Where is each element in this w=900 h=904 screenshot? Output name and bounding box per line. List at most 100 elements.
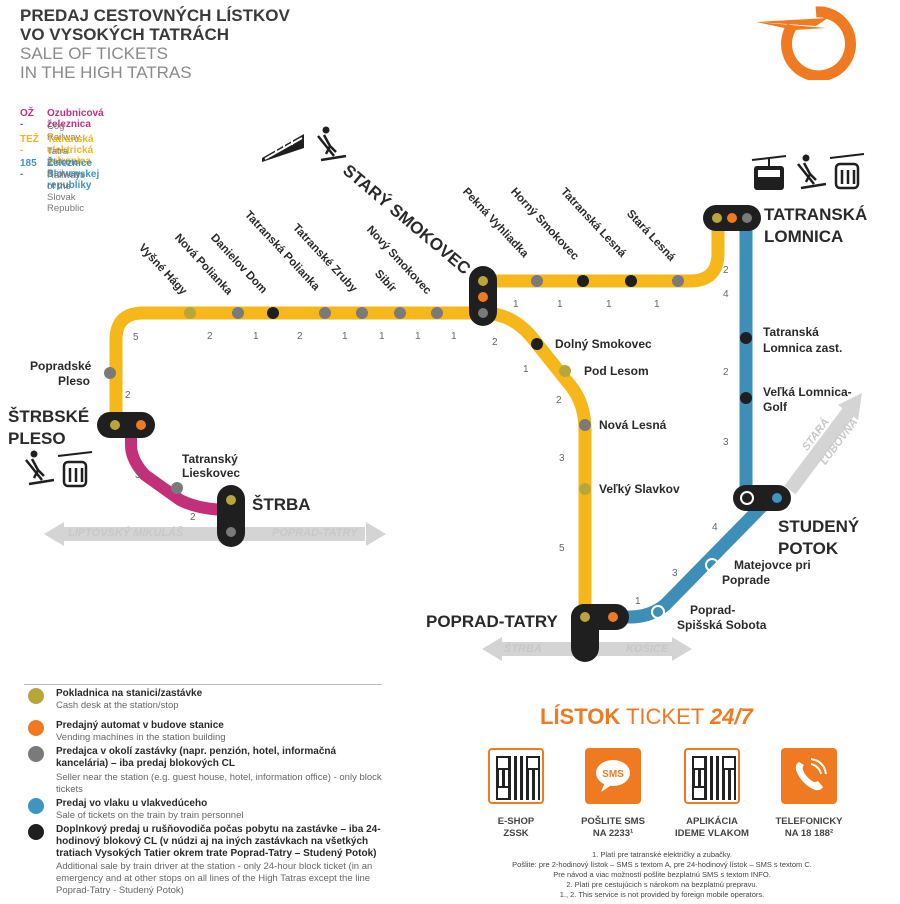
direction-arrows — [44, 393, 862, 661]
sms-card[interactable]: SMS — [585, 748, 641, 804]
zone-number: 1 — [342, 331, 348, 342]
zone-number: 3 — [559, 453, 565, 464]
train-sale-dot-icon — [28, 798, 44, 814]
zone-number: 2 — [125, 390, 131, 401]
station-popradske-pleso-2: Pleso — [58, 374, 91, 388]
zsr-line — [600, 218, 775, 624]
direction-kosice: KOŠICE — [626, 643, 669, 655]
zone-number: 2 — [207, 331, 213, 342]
line-name: Tatranská elektrická železnica — [47, 134, 94, 167]
legend-title: Predajca v okolí zastávky (napr. penzión… — [56, 746, 337, 769]
direction-poprad-tatry: POPRAD-TATRY — [272, 527, 358, 539]
title-en-line1: SALE OF TICKETS — [20, 44, 169, 63]
hub-strbske-pleso-1: ŠTRBSKÉ — [8, 407, 90, 426]
station-tl-zast-1: Tatranská — [763, 325, 819, 339]
legend-item-train: Predaj vo vlaku u vlakvedúceho Sale of t… — [28, 798, 384, 824]
ticket-word-light: TICKET — [625, 704, 704, 729]
footnote: Pre návod a viac možností pošlite bezpla… — [553, 870, 771, 879]
qr-code-icon — [488, 748, 544, 804]
title-sk-line2: VO VYSOKÝCH TATRÁCH — [20, 25, 230, 44]
direction-strba: ŠTRBA — [504, 643, 542, 655]
legend-title: Doplnkový predaj u rušňovodiča počas pob… — [56, 824, 381, 859]
line-code: OŽ - — [20, 108, 34, 130]
direction-liptovsky-mikulas: LIPTOVSKÝ MIKULÁŠ — [68, 527, 184, 539]
app-card[interactable] — [684, 748, 740, 804]
footnote: 1., 2. This service is not provided by f… — [559, 890, 765, 899]
cable-car-icon — [751, 155, 787, 190]
vending-dot-icon — [28, 720, 44, 736]
zone-number: 2 — [723, 265, 729, 276]
line-name: Železnice Slovenskej republiky — [47, 158, 100, 191]
hub-strbske-pleso-2: PLESO — [8, 429, 66, 448]
zone-number: 2 — [556, 395, 562, 406]
zone-number: 1 — [253, 331, 259, 342]
station-spisska-sobota-1: Poprad- — [690, 603, 736, 617]
line-code: 185 - — [20, 158, 37, 180]
phone-icon — [795, 758, 827, 791]
ticket-suffix: 24/7 — [709, 704, 753, 729]
legend-text: Cash desk at the station/stop — [56, 700, 179, 711]
ticket-word-bold: LÍSTOK — [540, 704, 621, 729]
zone-number: 1 — [606, 299, 612, 310]
line-code: TEŽ - — [20, 134, 39, 156]
station-popradske-pleso-1: Popradské — [30, 359, 92, 373]
line-en: Railways of the Slovak Republic — [47, 170, 86, 214]
zone-number: 3 — [135, 470, 141, 481]
footnote: 2. Platí pre cestujúcich s nárokom na be… — [566, 880, 758, 889]
hub-studeny-potok-1: STUDENÝ — [778, 517, 860, 536]
station-dolny-smokovec: Dolný Smokovec — [555, 337, 652, 351]
hub-studeny-potok-2: POTOK — [778, 539, 839, 558]
phone-card[interactable] — [781, 748, 837, 804]
zone-number: 1 — [451, 331, 457, 342]
cog-line — [125, 425, 231, 516]
zone-number: 4 — [723, 289, 729, 300]
chairlift-icon — [57, 451, 93, 488]
station-tatransky-lieskovec-2: Lieskovec — [182, 466, 241, 480]
zone-number: 5 — [133, 332, 139, 343]
zone-number: 3 — [723, 437, 729, 448]
zssk-logo — [756, 6, 856, 80]
sms-icon: SMS — [596, 760, 630, 792]
sales-legend: Pokladnica na stanici/zastávke Cash desk… — [28, 688, 384, 904]
legend-text: Seller near the station (e.g. guest hous… — [56, 772, 382, 795]
station-spisska-sobota-2: Spišská Sobota — [677, 618, 767, 632]
station-velka-lomnica-2: Golf — [763, 400, 787, 414]
skier-icon — [317, 126, 347, 162]
legend-text: Sale of tickets on the train by train pe… — [56, 810, 244, 821]
zone-number: 1 — [557, 299, 563, 310]
eshop-card[interactable] — [488, 748, 544, 804]
station-tl-zast-2: Lomnica zast. — [763, 341, 843, 355]
legend-title: Predaj vo vlaku u vlakvedúceho — [56, 798, 208, 809]
line-en: Tatra Electric Railway — [47, 146, 81, 179]
hub-tatranska-lomnica-2: LOMNICA — [764, 227, 844, 246]
zone-number: 2 — [723, 367, 729, 378]
station-dots — [104, 275, 752, 619]
zone-number: 2 — [190, 512, 196, 523]
legend-title: Predajný automat v budove stanice — [56, 720, 224, 731]
hub-dots — [110, 213, 782, 651]
qr-code-icon — [684, 748, 740, 804]
zone-number: 1 — [415, 331, 421, 342]
station-matejovce-1: Matejovce pri — [734, 558, 811, 572]
station-pod-lesom: Pod Lesom — [584, 364, 649, 378]
skier-icon — [797, 154, 827, 190]
station-velka-lomnica-1: Veľká Lomnica- — [763, 385, 852, 399]
station-matejovce-2: Poprade — [722, 573, 771, 587]
legend-item-cash-desk: Pokladnica na stanici/zastávke Cash desk… — [28, 688, 384, 720]
seller-dot-icon — [28, 746, 44, 762]
legend-text: Vending machines in the station building — [56, 732, 226, 743]
legend-item-seller: Predajca v okolí zastávky (napr. penzión… — [28, 746, 384, 798]
hub-strba: ŠTRBA — [252, 495, 311, 514]
ticket-heading: LÍSTOK TICKET 24/7 — [540, 704, 753, 730]
footnote: 1. Platí pre tatranské električky a zuba… — [592, 850, 732, 859]
zone-number: 2 — [297, 331, 303, 342]
driver-sale-dot-icon — [28, 824, 44, 840]
legend-item-driver: Doplnkový predaj u rušňovodiča počas pob… — [28, 824, 384, 904]
zone-number: 2 — [492, 337, 498, 348]
skier-icon — [25, 450, 55, 486]
zone-number: 5 — [559, 543, 565, 554]
hub-tatranska-lomnica-1: TATRANSKÁ — [764, 205, 868, 224]
zone-number: 1 — [654, 299, 660, 310]
